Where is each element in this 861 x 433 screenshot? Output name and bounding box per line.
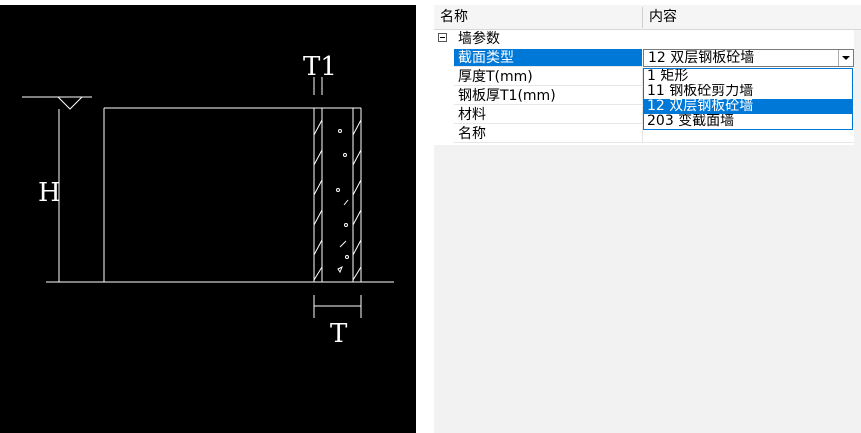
left-plate-hatch (313, 119, 323, 281)
grid-header: 名称 内容 (434, 5, 861, 30)
row-section-type[interactable]: 截面类型 12 双层钢板砼墙 (434, 49, 854, 67)
concrete-fill-marks (336, 129, 349, 274)
dropdown-option[interactable]: 1 矩形 (647, 69, 689, 84)
chevron-down-icon[interactable] (838, 50, 853, 66)
row-name-name: 名称 (454, 125, 642, 143)
name-column-header[interactable]: 名称 (440, 9, 468, 25)
dropdown-option-selected[interactable]: 12 双层钢板砼墙 (644, 99, 852, 114)
row-material-name: 材料 (454, 106, 642, 124)
row-section-type-name: 截面类型 (454, 49, 642, 67)
height-label: H (38, 178, 61, 208)
section-type-value: 12 双层钢板砼墙 (648, 50, 755, 66)
row-thickness-name: 厚度T(mm) (454, 68, 642, 86)
wall-section-drawing: H T1 T (22, 52, 394, 349)
section-type-combobox[interactable]: 12 双层钢板砼墙 (643, 49, 854, 67)
category-row-wall-params[interactable]: 墙参数 (434, 30, 854, 48)
row-name-value[interactable] (642, 125, 854, 143)
section-type-dropdown-list: 1 矩形 11 钢板砼剪力墙 12 双层钢板砼墙 203 变截面墙 (643, 68, 853, 130)
steel-thickness-label: T1 (303, 52, 337, 82)
thickness-label: T (330, 319, 348, 349)
value-column-header[interactable]: 内容 (649, 9, 677, 25)
dropdown-option[interactable]: 11 钢板砼剪力墙 (647, 84, 754, 99)
row-name[interactable]: 名称 (434, 125, 854, 143)
row-steel-thickness-name: 钢板厚T1(mm) (454, 87, 642, 105)
column-divider[interactable] (642, 7, 643, 28)
right-plate-hatch (352, 119, 362, 281)
dropdown-option[interactable]: 203 变截面墙 (647, 114, 735, 129)
panel-gutter (416, 0, 434, 433)
category-label: 墙参数 (458, 31, 500, 47)
collapse-icon[interactable] (438, 33, 447, 42)
cad-preview-panel: H T1 T (0, 5, 416, 433)
level-triangle-icon (57, 96, 83, 110)
